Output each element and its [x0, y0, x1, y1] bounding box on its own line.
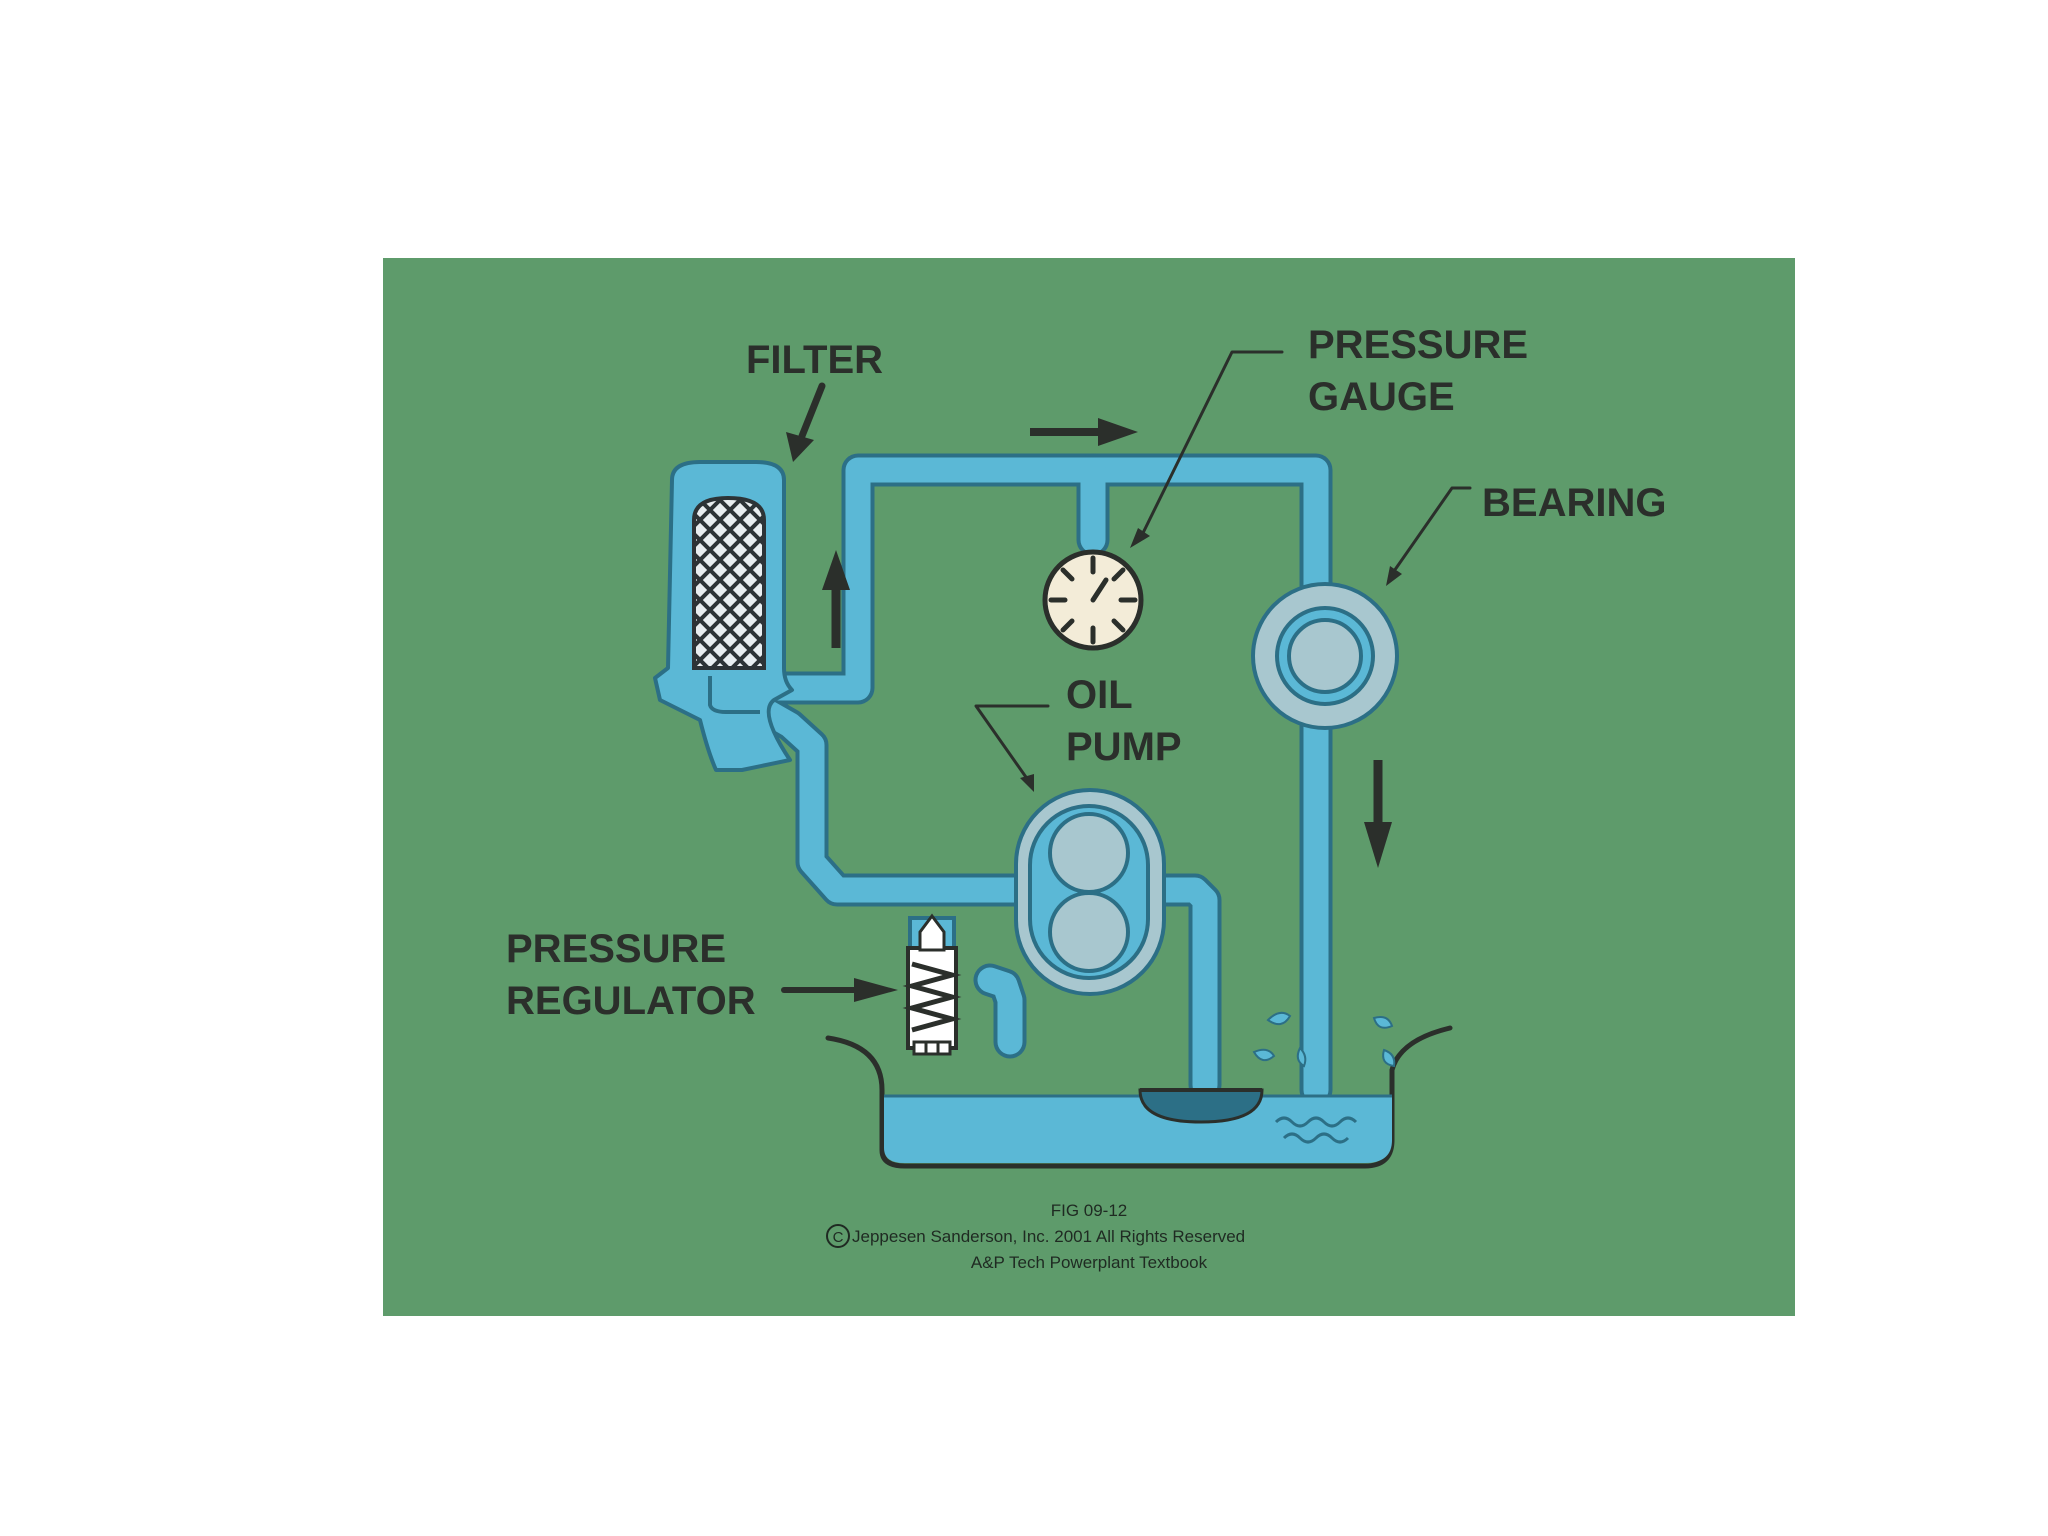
label-pressure-gauge-line2: GAUGE: [1308, 375, 1455, 419]
leader-lines: [781, 350, 1472, 1002]
oil-splash-icon: [1252, 1011, 1396, 1068]
pressure-regulator-icon: [902, 913, 962, 1056]
flow-arrow-icon: [822, 418, 1392, 868]
oil-sump-icon: [825, 1025, 1453, 1169]
caption-source: A&P Tech Powerplant Textbook: [971, 1253, 1208, 1272]
copyright-circle: [826, 1224, 850, 1248]
label-filter: FILTER: [746, 338, 883, 382]
label-oil-pump-line1: OIL: [1066, 673, 1133, 717]
filter-icon: [653, 460, 794, 772]
caption-copyright-symbol: C: [833, 1229, 844, 1246]
label-oil-pump-line2: PUMP: [1066, 725, 1182, 769]
label-pressure-regulator-line2: REGULATOR: [506, 979, 756, 1023]
bearing-icon: [1251, 582, 1399, 730]
caption-figure: FIG 09-12: [1051, 1201, 1128, 1220]
label-pressure-gauge-line1: PRESSURE: [1308, 323, 1528, 367]
label-bearing: BEARING: [1482, 481, 1666, 525]
oil-pump-icon: [1014, 788, 1166, 996]
pressure-gauge-icon: [1042, 549, 1144, 651]
caption-copyright: Jeppesen Sanderson, Inc. 2001 All Rights…: [852, 1227, 1245, 1246]
label-pressure-regulator-line1: PRESSURE: [506, 927, 726, 971]
